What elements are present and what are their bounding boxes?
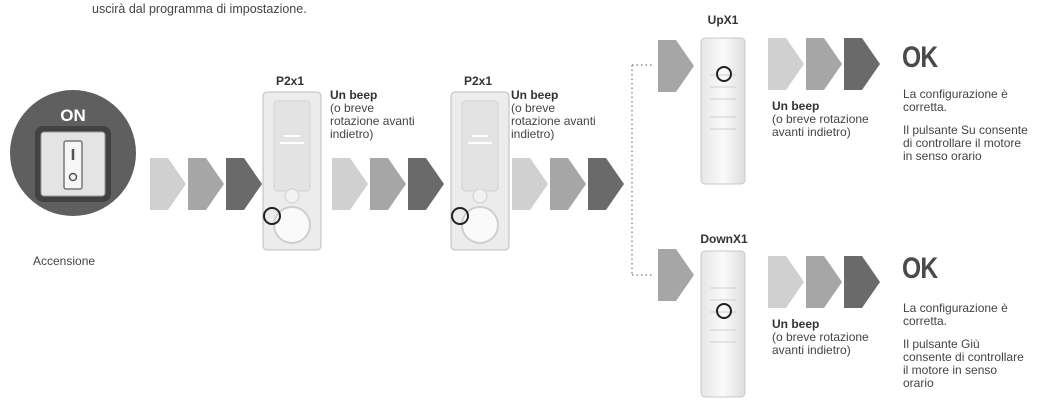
chevron-right-icon (844, 38, 880, 90)
result-line: La configurazione è (903, 301, 1008, 315)
chevron-right-icon (150, 158, 186, 210)
step-1-feedback-title: Un beep (330, 88, 378, 102)
result-line: consente di controllare (903, 350, 1024, 364)
branch-2-feedback: Un beep (o breve rotazione avanti indiet… (772, 318, 869, 357)
chevron-right-icon (332, 158, 368, 210)
chevron-right-icon (806, 38, 842, 90)
branch-1-feedback-line: (o breve rotazione (772, 112, 869, 126)
result-line: corretta. (903, 314, 948, 328)
highlight-ring-icon (451, 207, 469, 225)
step-2-feedback-line: indietro) (511, 127, 555, 141)
step-2-label: P2x1 (463, 74, 493, 88)
intro-text: uscirà dal programma di impostazione. (92, 2, 307, 16)
branch-2-arrow (658, 249, 694, 301)
result-line: in senso orario (903, 149, 982, 163)
branch-1-result-text: La configurazione è corretta. Il pulsant… (903, 88, 1028, 163)
power-caption: Accensione (33, 254, 96, 268)
chevron-right-icon (408, 158, 444, 210)
remote-control-icon (700, 37, 746, 185)
step-2-feedback-line: (o breve (511, 101, 556, 115)
result-line: corretta. (903, 100, 948, 114)
wall-unit-1 (262, 91, 322, 251)
step-1-feedback-line: (o breve (330, 101, 375, 115)
branch-connector (631, 64, 653, 276)
chevron-right-icon (806, 256, 842, 308)
result-line: Il pulsante Su consente (903, 123, 1028, 137)
power-switch-illustration: ON (8, 88, 138, 218)
step-2-feedback-title: Un beep (511, 88, 559, 102)
remote-1 (700, 37, 746, 185)
branch-2-feedback-title: Un beep (772, 317, 820, 331)
result-line: orario (903, 376, 934, 390)
highlight-ring-icon (263, 207, 281, 225)
chevron-right-icon (188, 158, 224, 210)
branch-1-arrow (658, 40, 694, 92)
highlight-ring-icon (716, 66, 732, 82)
branch-1-feedback-title: Un beep (772, 99, 820, 113)
step-2-feedback-line: rotazione avanti (511, 114, 596, 128)
branch-2-result-text: La configurazione è corretta. Il pulsant… (903, 302, 1024, 390)
result-line: il motore in senso (903, 363, 998, 377)
step-1-feedback-line: rotazione avanti (330, 114, 415, 128)
power-switch-icon (10, 90, 136, 216)
step-1-feedback: Un beep (o breve rotazione avanti indiet… (330, 89, 415, 141)
power-on-badge: ON (60, 106, 86, 125)
step-1-label: P2x1 (275, 74, 305, 88)
chevron-right-icon (768, 38, 804, 90)
step-1-feedback-line: indietro) (330, 127, 374, 141)
chevron-right-icon (370, 158, 406, 210)
wall-unit-2 (450, 91, 510, 251)
branch-1-feedback-line: avanti indietro) (772, 125, 851, 139)
chevron-right-icon (512, 158, 548, 210)
step-2-feedback: Un beep (o breve rotazione avanti indiet… (511, 89, 596, 141)
chevron-right-icon (588, 158, 624, 210)
branch-1-feedback: Un beep (o breve rotazione avanti indiet… (772, 100, 869, 139)
branch-1-result-ok: OK (902, 41, 938, 74)
remote-2 (700, 250, 746, 398)
chevron-right-icon (768, 256, 804, 308)
result-line: La configurazione è (903, 87, 1008, 101)
branch-2-feedback-line: (o breve rotazione (772, 330, 869, 344)
chevron-right-icon (844, 256, 880, 308)
result-line: di controllare il motore (903, 136, 1022, 150)
branch-2-label: DownX1 (700, 232, 748, 246)
branch-1-label: UpX1 (707, 13, 739, 27)
branch-2-result-ok: OK (902, 252, 938, 285)
chevron-right-icon (550, 158, 586, 210)
remote-control-icon (700, 250, 746, 398)
chevron-right-icon (226, 158, 262, 210)
branch-2-feedback-line: avanti indietro) (772, 343, 851, 357)
chevron-right-icon (658, 249, 694, 301)
chevron-right-icon (658, 40, 694, 92)
result-line: Il pulsante Giù (903, 337, 980, 351)
highlight-ring-icon (716, 303, 732, 319)
